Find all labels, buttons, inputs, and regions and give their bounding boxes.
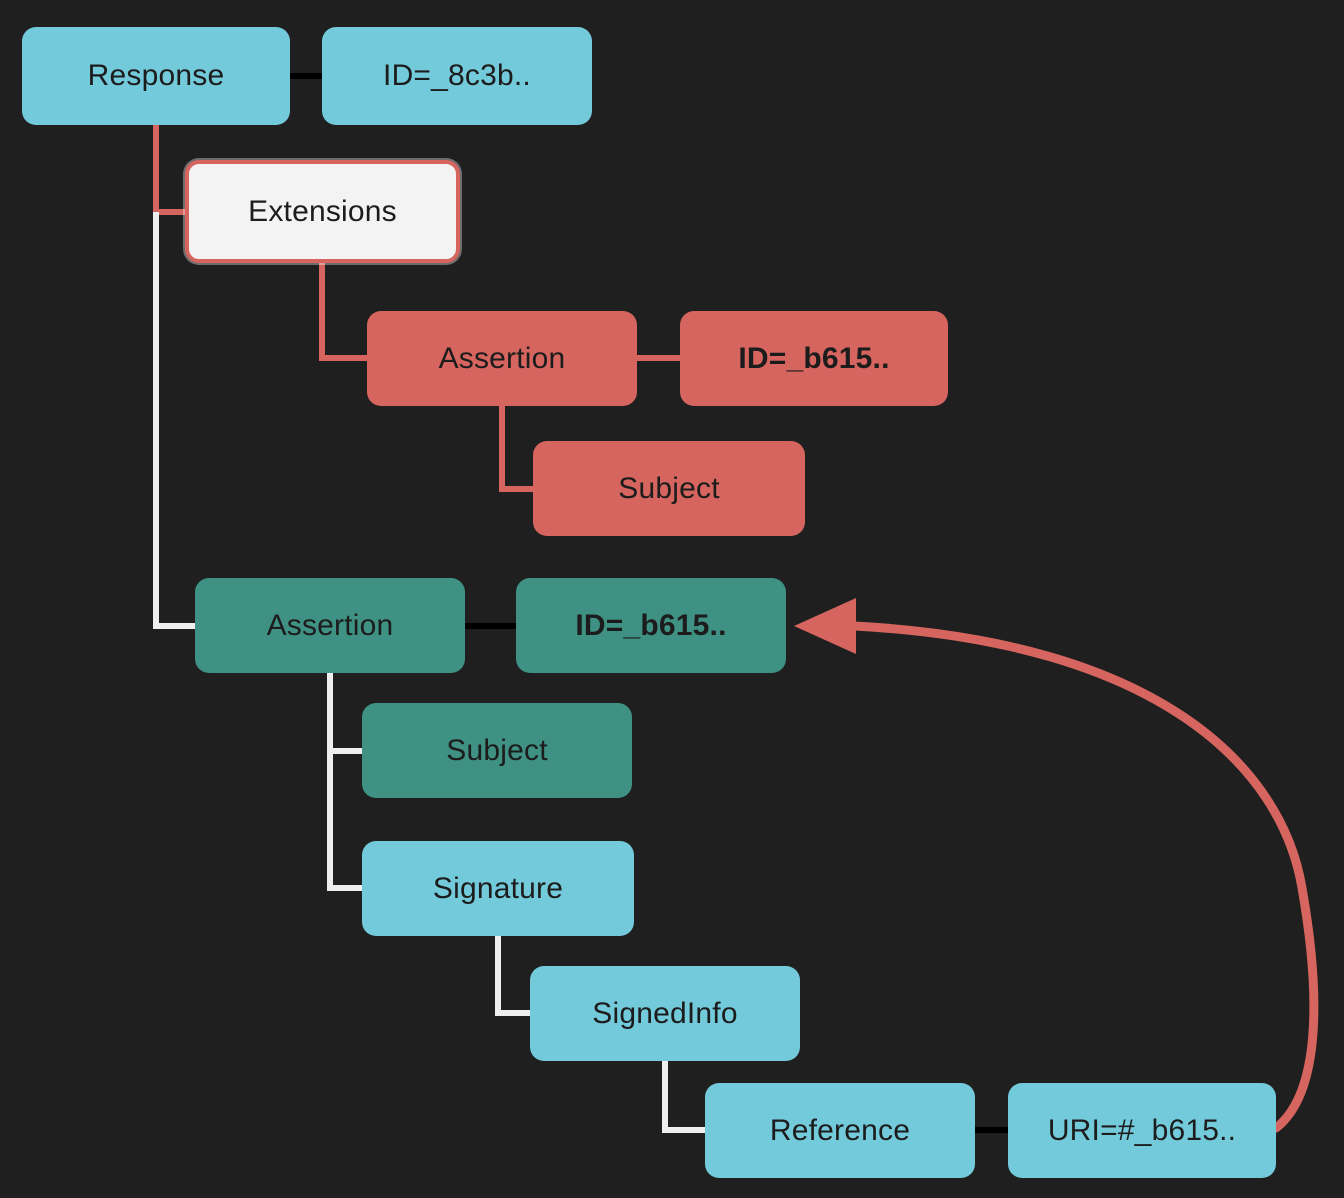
edge-extensions-to-assertion bbox=[319, 263, 367, 361]
node-signedinfo: SignedInfo bbox=[530, 966, 800, 1061]
node-subject: Subject bbox=[362, 703, 632, 798]
node-wrapped-subject: Subject bbox=[533, 441, 805, 536]
node-assertion-id: ID=_b615.. bbox=[516, 578, 786, 673]
edge-response-to-extensions bbox=[153, 125, 185, 215]
edge-assertion-to-signature bbox=[327, 751, 362, 891]
edge-signature-to-signedinfo bbox=[495, 936, 530, 1016]
node-wrapped-assertion-id: ID=_b615.. bbox=[680, 311, 948, 406]
uri-to-assertion-id-arrow bbox=[849, 621, 1319, 1133]
edge-signedinfo-to-reference bbox=[662, 1061, 705, 1133]
edge-assertion-to-subject bbox=[327, 673, 362, 754]
node-signature: Signature bbox=[362, 841, 634, 936]
node-response: Response bbox=[22, 27, 290, 125]
edge-response-to-assertion bbox=[153, 212, 195, 629]
node-reference-uri: URI=#_b615.. bbox=[1008, 1083, 1276, 1178]
node-reference: Reference bbox=[705, 1083, 975, 1178]
arrowhead-icon bbox=[794, 598, 856, 654]
node-wrapped-assertion: Assertion bbox=[367, 311, 637, 406]
node-extensions: Extensions bbox=[185, 160, 460, 263]
node-response-id: ID=_8c3b.. bbox=[322, 27, 592, 125]
node-assertion: Assertion bbox=[195, 578, 465, 673]
edge-wrapped-assertion-to-subject bbox=[499, 406, 533, 492]
